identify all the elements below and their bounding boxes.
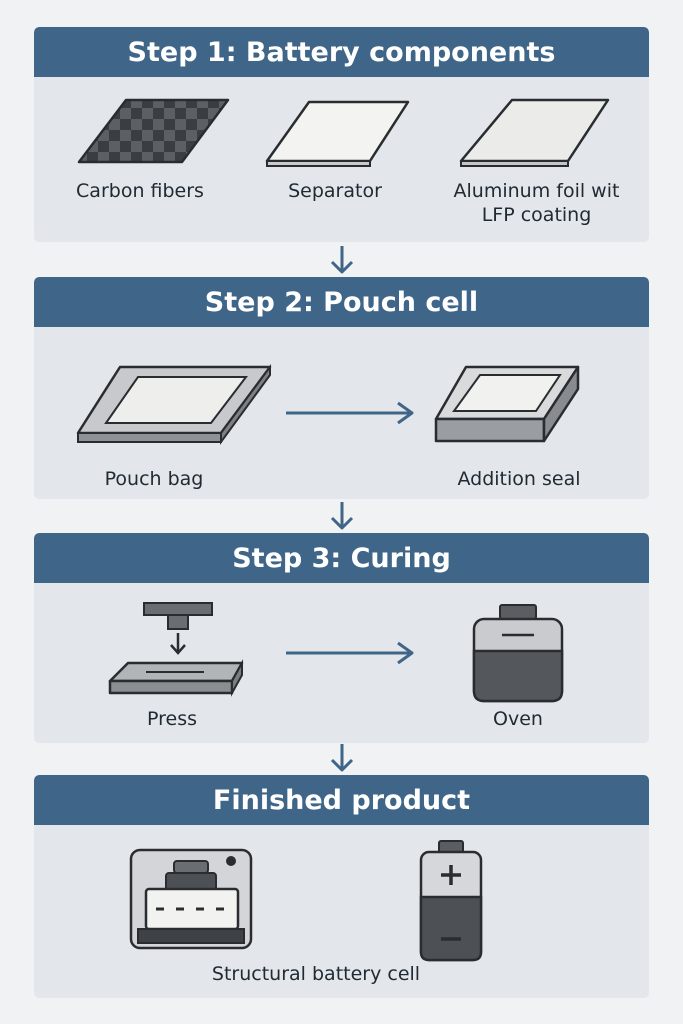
sealed-pouch-icon xyxy=(434,365,580,443)
pouch-bag-label: Pouch bag xyxy=(104,468,204,490)
aluminum-foil-label: Aluminum foil wit LFP coating xyxy=(453,180,620,226)
finished-product-title: Finished product xyxy=(34,775,649,825)
separator-label: Separator xyxy=(288,180,382,202)
separator-sheet-icon xyxy=(265,100,410,167)
carbon-fiber-sheet-icon xyxy=(77,98,230,164)
structural-battery-cell-label: Structural battery cell xyxy=(211,963,421,985)
step-3-title: Step 3: Curing xyxy=(34,533,649,583)
step-3-panel: Step 3: Curing Press Oven xyxy=(34,533,649,743)
step-1-title: Step 1: Battery components xyxy=(34,27,649,77)
process-arrow-icon xyxy=(286,401,414,425)
step-3-to-finished-arrow-icon xyxy=(330,744,354,772)
step-2-title: Step 2: Pouch cell xyxy=(34,277,649,327)
battery-icon xyxy=(419,840,483,962)
oven-icon xyxy=(472,604,564,703)
step-2-panel: Step 2: Pouch cell Pouch bag Addition se… xyxy=(34,277,649,499)
addition-seal-label: Addition seal xyxy=(457,468,581,490)
pouch-bag-icon xyxy=(76,363,272,446)
oven-label: Oven xyxy=(493,708,543,730)
press-icon xyxy=(108,602,244,697)
process-arrow-icon xyxy=(286,641,414,665)
press-label: Press xyxy=(146,708,197,730)
finished-product-panel: Finished product Structural battery cell xyxy=(34,775,649,998)
carbon-fibers-label: Carbon fibers xyxy=(76,180,204,202)
step-1-to-2-arrow-icon xyxy=(330,246,354,274)
step-2-to-3-arrow-icon xyxy=(330,502,354,530)
structural-battery-cell-icon xyxy=(129,848,253,950)
step-1-panel: Step 1: Battery components Carbon fibers… xyxy=(34,27,649,242)
aluminum-foil-sheet-icon xyxy=(459,98,610,167)
